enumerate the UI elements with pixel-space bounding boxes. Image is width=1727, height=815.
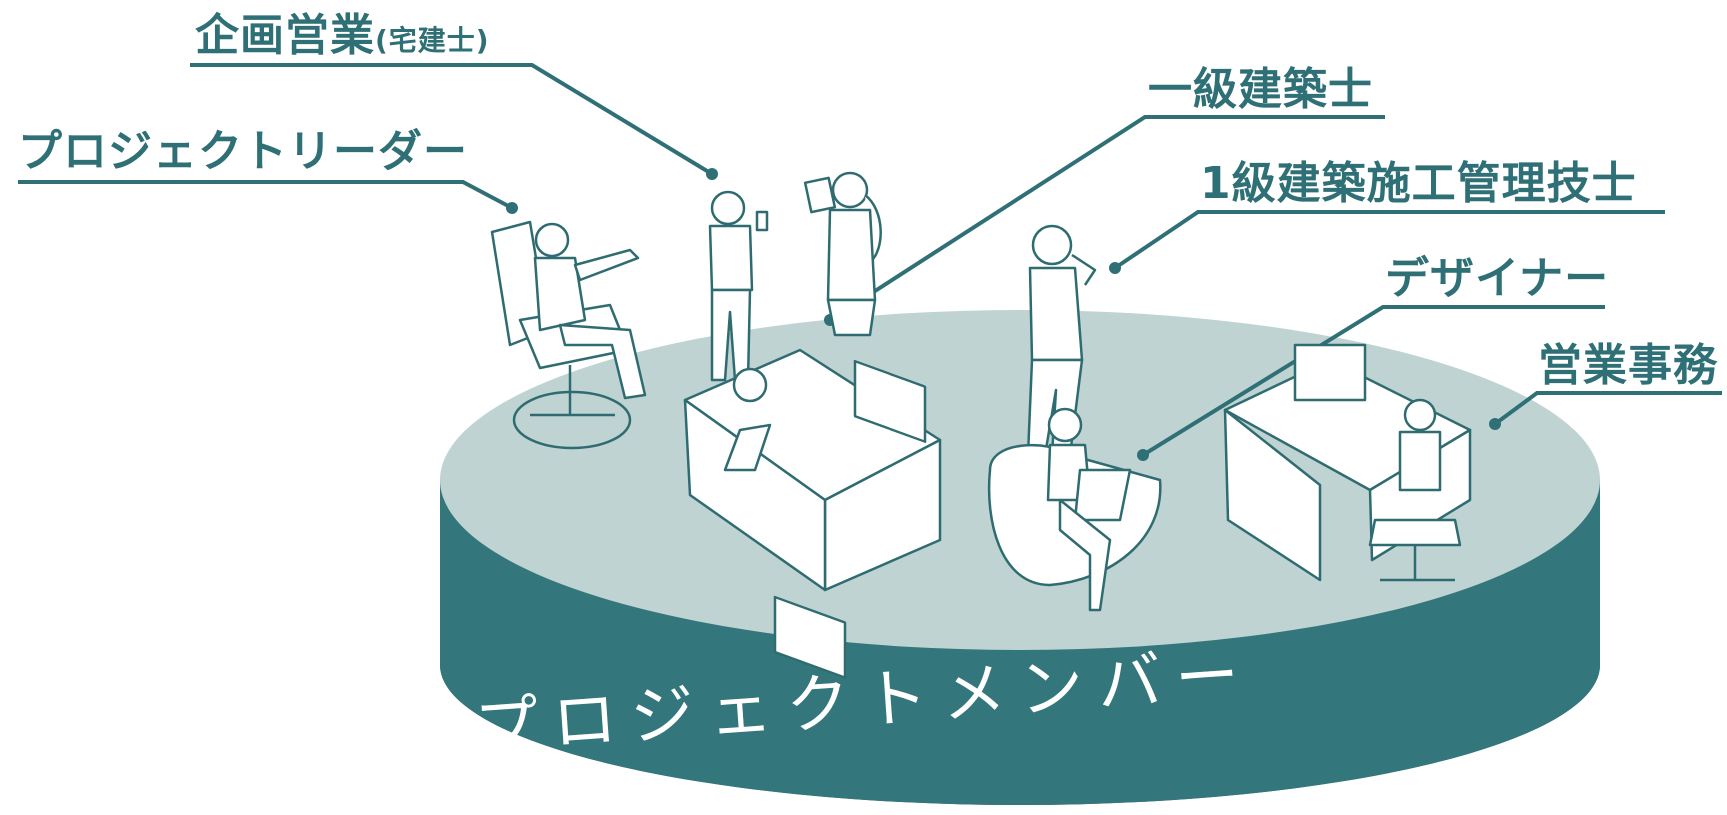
leader-lines xyxy=(18,63,1722,457)
label-designer: デザイナー xyxy=(1385,253,1610,304)
leader-dots xyxy=(506,168,1501,461)
leader-line-designer xyxy=(1141,305,1605,457)
leader-dot-project-leader xyxy=(506,202,518,214)
sales-office-desk xyxy=(1223,343,1472,582)
label-architect: 一級建築士 xyxy=(1148,64,1373,115)
workstation-desk xyxy=(683,348,942,679)
leader-dot-sales-office xyxy=(1489,418,1501,430)
sales-planner-figure xyxy=(708,190,769,382)
leader-dot-sales-planning xyxy=(706,168,718,180)
construction-manager-figure xyxy=(1026,224,1097,457)
label-sales-planning: 企画営業(宅建士) xyxy=(195,14,490,58)
project-leader-figure xyxy=(490,220,647,450)
architect-figure xyxy=(803,171,882,337)
leader-line-sales-planning xyxy=(190,63,714,176)
leader-dot-construction xyxy=(1109,262,1121,274)
label-sales-planning-text: 企画営業 xyxy=(195,10,375,61)
leader-dot-designer xyxy=(1137,449,1149,461)
leader-line-architect xyxy=(828,115,1385,322)
label-project-leader: プロジェクトリーダー xyxy=(18,126,468,177)
leader-line-sales-office xyxy=(1493,391,1722,426)
leader-line-construction xyxy=(1113,210,1665,270)
label-construction-manager: 1級建築施工管理技士 xyxy=(1200,158,1637,209)
label-sales-planning-suffix: (宅建士) xyxy=(375,24,490,57)
figures xyxy=(490,171,1472,679)
designer-figure xyxy=(987,407,1162,612)
label-sales-office: 営業事務 xyxy=(1538,340,1718,391)
leader-line-project-leader xyxy=(18,180,513,210)
